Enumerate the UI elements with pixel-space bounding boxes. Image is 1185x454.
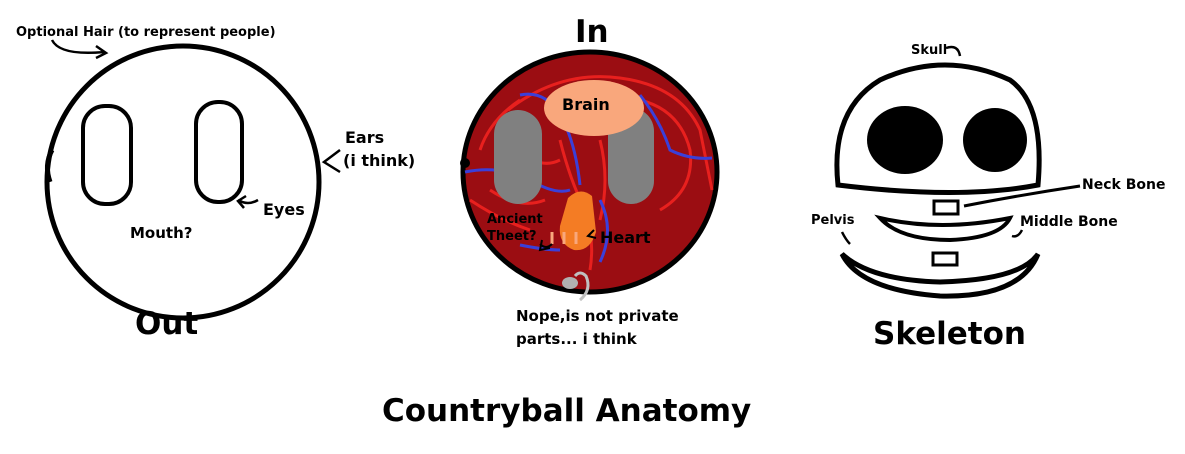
label-ears-line2: (i think) xyxy=(343,151,415,170)
label-nope-line1: Nope,is not private xyxy=(516,307,679,325)
in-left-ear xyxy=(460,158,470,168)
neck-bone xyxy=(932,199,960,216)
hair-arrow xyxy=(50,39,109,60)
label-pelvis: Pelvis xyxy=(811,213,855,228)
brain xyxy=(544,80,644,136)
out-left-ear xyxy=(44,148,55,183)
label-mouth: Mouth? xyxy=(130,224,192,242)
ancient-teeth xyxy=(550,232,578,244)
middle-bone-arrow xyxy=(1011,229,1024,238)
label-brain: Brain xyxy=(562,95,610,114)
skull-left-eye xyxy=(867,106,943,174)
label-heart: Heart xyxy=(600,228,651,247)
lower-bone xyxy=(931,251,959,267)
out-figure xyxy=(44,39,341,321)
gray-part-arrow xyxy=(573,271,590,302)
pelvis-arrow xyxy=(840,231,851,245)
red-vessel-1 xyxy=(507,75,714,191)
red-vessel-2 xyxy=(469,98,531,232)
red-vessel-4 xyxy=(598,98,693,221)
middle-bone xyxy=(874,214,1014,243)
label-nope-line2: parts... i think xyxy=(516,330,638,348)
label-ancient-line1: Ancient xyxy=(487,212,543,227)
left-lung xyxy=(494,110,542,204)
diagram-title: Countryball Anatomy xyxy=(382,393,751,429)
label-ears-line1: Ears xyxy=(345,128,384,147)
heading-out: Out xyxy=(135,306,198,342)
out-left-eye xyxy=(81,104,133,206)
heart-arrow xyxy=(586,229,597,239)
blue-vessel-3 xyxy=(638,94,713,160)
skull-arrow xyxy=(945,45,962,57)
label-eyes: Eyes xyxy=(263,200,305,219)
eyes-arrow xyxy=(236,194,259,209)
ears-arrow xyxy=(321,149,341,174)
heading-skeleton: Skeleton xyxy=(873,316,1026,352)
neck-line xyxy=(963,184,1081,208)
label-middle-bone: Middle Bone xyxy=(1020,214,1118,230)
in-figure xyxy=(460,49,720,302)
label-neck-bone: Neck Bone xyxy=(1082,177,1165,193)
skull-right-eye xyxy=(963,108,1027,172)
heart xyxy=(559,191,596,251)
label-skull: Skull xyxy=(911,43,947,58)
skeleton-figure xyxy=(834,45,1081,299)
gray-part xyxy=(562,277,578,289)
label-ancient-line2: Theet? xyxy=(487,229,537,244)
heading-in: In xyxy=(575,14,609,50)
ancient-arrow xyxy=(538,239,553,252)
pelvis xyxy=(839,252,1041,299)
out-right-eye xyxy=(194,100,244,204)
label-optional-hair: Optional Hair (to represent people) xyxy=(16,25,276,40)
out-ball-outline xyxy=(44,43,322,321)
